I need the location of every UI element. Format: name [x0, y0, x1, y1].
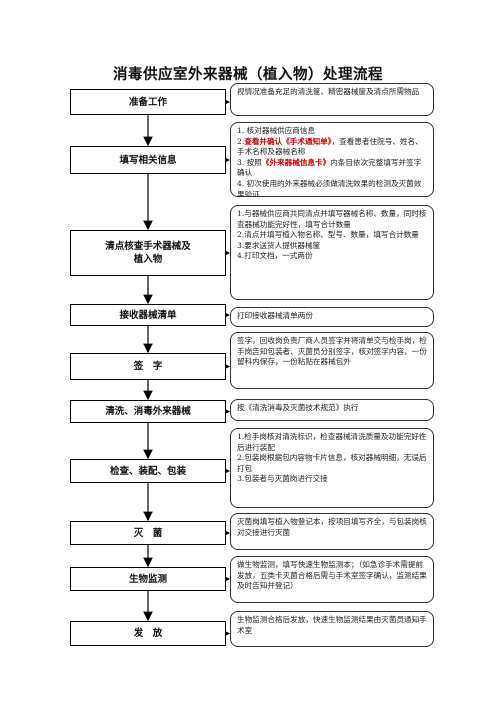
note-text: 3. 按照《外来器械信息卡》内条目依次完整填写并签字确认	[237, 157, 422, 178]
note-box-9: 做生物监测，填写快速生物监测本；（如急诊手术需提前发放，五类卡灭菌合格后需与手术…	[230, 556, 434, 603]
note-box-4: 打印接收器械清单两份	[230, 307, 434, 327]
note-box-7: 1.检手岗核对清洗标识，检查器械清洗质量及功能完好性后进行装配 2.包装岗根据包…	[230, 428, 434, 508]
note-text: 按《清洗消毒及灭菌技术规范》执行	[237, 403, 359, 412]
note-text: 2.清点并填写植入物名称、型号、数量，填写合计数量	[237, 230, 419, 240]
step-label: 检查、装配、包装	[109, 465, 186, 477]
step-label: 准备工作	[128, 96, 167, 108]
step-label: 接收器械清单	[119, 309, 177, 321]
note-text: 2.查看并确认《手术通知单》，查看患者住院号、姓名、手术名称及器械名称	[237, 136, 423, 157]
step-box-5: 签 字	[70, 353, 226, 380]
note-box-1: 视情况准备充足的清洗筐、精密器械筐及清点所需物品	[230, 83, 434, 116]
note-box-10: 生物监测合格后发放，快速生物监测结果由灭菌员通知手术室	[230, 611, 434, 647]
note-text: 1. 核对器械供应商信息	[237, 126, 316, 135]
note-text: 1.与器械供应商共同清点并填写器械名称、数量，同时核查器械功能完好性，填写合计数…	[237, 209, 427, 229]
note-text: 灭菌岗填写植入物登记本，按项目填写齐全，与包装岗核对交接进行灭菌	[237, 517, 427, 537]
note-text: 签字，回收岗负责厂商人员签字并将清单交与检手岗，检手岗告知包装者、灭菌员分别签字…	[237, 336, 427, 367]
step-label: 生物监测	[128, 573, 167, 585]
note-box-8: 灭菌岗填写植入物登记本，按项目填写齐全，与包装岗核对交接进行灭菌	[230, 513, 434, 550]
note-box-3: 1.与器械供应商共同清点并填写器械名称、数量，同时核查器械功能完好性，填写合计数…	[230, 205, 434, 300]
step-label: 灭 菌	[133, 527, 163, 539]
note-text: 视情况准备充足的清洗筐、精密器械筐及清点所需物品	[237, 87, 420, 96]
note-box-6: 按《清洗消毒及灭菌技术规范》执行	[230, 399, 434, 421]
note-text: 3.要求送货人提供器械筐	[237, 240, 321, 250]
step-label: 发 放	[133, 628, 163, 639]
step-box-4: 接收器械清单	[70, 304, 226, 326]
note-text: 打印接收器械清单两份	[237, 311, 313, 320]
step-label: 清洗、消毒外来器械	[105, 406, 191, 417]
note-text: 3.包装者与灭菌岗进行交接	[237, 474, 328, 484]
note-box-2: 1. 核对器械供应商信息 2.查看并确认《手术通知单》，查看患者住院号、姓名、手…	[230, 122, 434, 197]
step-box-2: 填写相关信息	[70, 146, 226, 174]
step-box-6: 清洗、消毒外来器械	[70, 400, 226, 423]
step-box-10: 发 放	[70, 621, 226, 646]
step-label: 清点核查手术器械及植入物	[105, 241, 191, 265]
note-text: 4.打印文档，一式两份	[237, 251, 313, 261]
note-text: 4. 初次使用的外来器械必须做清洗效果的检测及灭菌效果验证	[237, 178, 422, 197]
step-box-9: 生物监测	[70, 567, 226, 591]
note-box-5: 签字，回收岗负责厂商人员签字并将清单交与检手岗，检手岗告知包装者、灭菌员分别签字…	[230, 332, 434, 389]
note-text: 做生物监测，填写快速生物监测本；（如急诊手术需提前发放，五类卡灭菌合格后需与手术…	[237, 560, 427, 591]
note-text: 1.检手岗核对清洗标识，检查器械清洗质量及功能完好性后进行装配	[237, 432, 427, 452]
step-box-3: 清点核查手术器械及植入物	[70, 230, 226, 276]
step-box-8: 灭 菌	[70, 521, 226, 545]
page-title: 消毒供应室外来器械（植入物）处理流程	[113, 66, 383, 83]
step-label: 填写相关信息	[119, 154, 177, 166]
step-label: 签 字	[133, 361, 163, 372]
step-box-1: 准备工作	[70, 89, 226, 115]
note-text: 2.包装岗根据包内容物卡片信息，核对器械明细，无误后打包	[237, 453, 427, 473]
step-box-7: 检查、装配、包装	[70, 459, 226, 483]
note-text: 生物监测合格后发放，快速生物监测结果由灭菌员通知手术室	[237, 615, 427, 635]
